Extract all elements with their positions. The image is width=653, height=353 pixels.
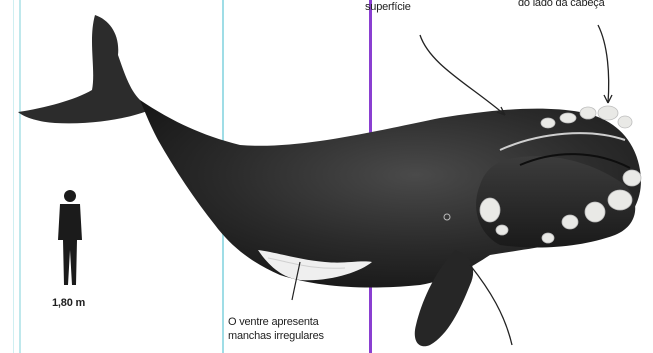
whale-tail (18, 15, 150, 123)
arrow-top-left (420, 35, 505, 115)
arrow-eye (470, 265, 512, 345)
belly-caption-line1: O ventre apresenta (228, 316, 319, 329)
person-height-label: 1,80 m (52, 297, 85, 310)
top-right-caption: do lado da cabeça (518, 0, 605, 10)
person-silhouette (58, 190, 82, 285)
top-left-caption: superfície (365, 1, 411, 14)
arrow-top-right (598, 25, 609, 103)
belly-caption-line2: manchas irregulares (228, 330, 324, 343)
